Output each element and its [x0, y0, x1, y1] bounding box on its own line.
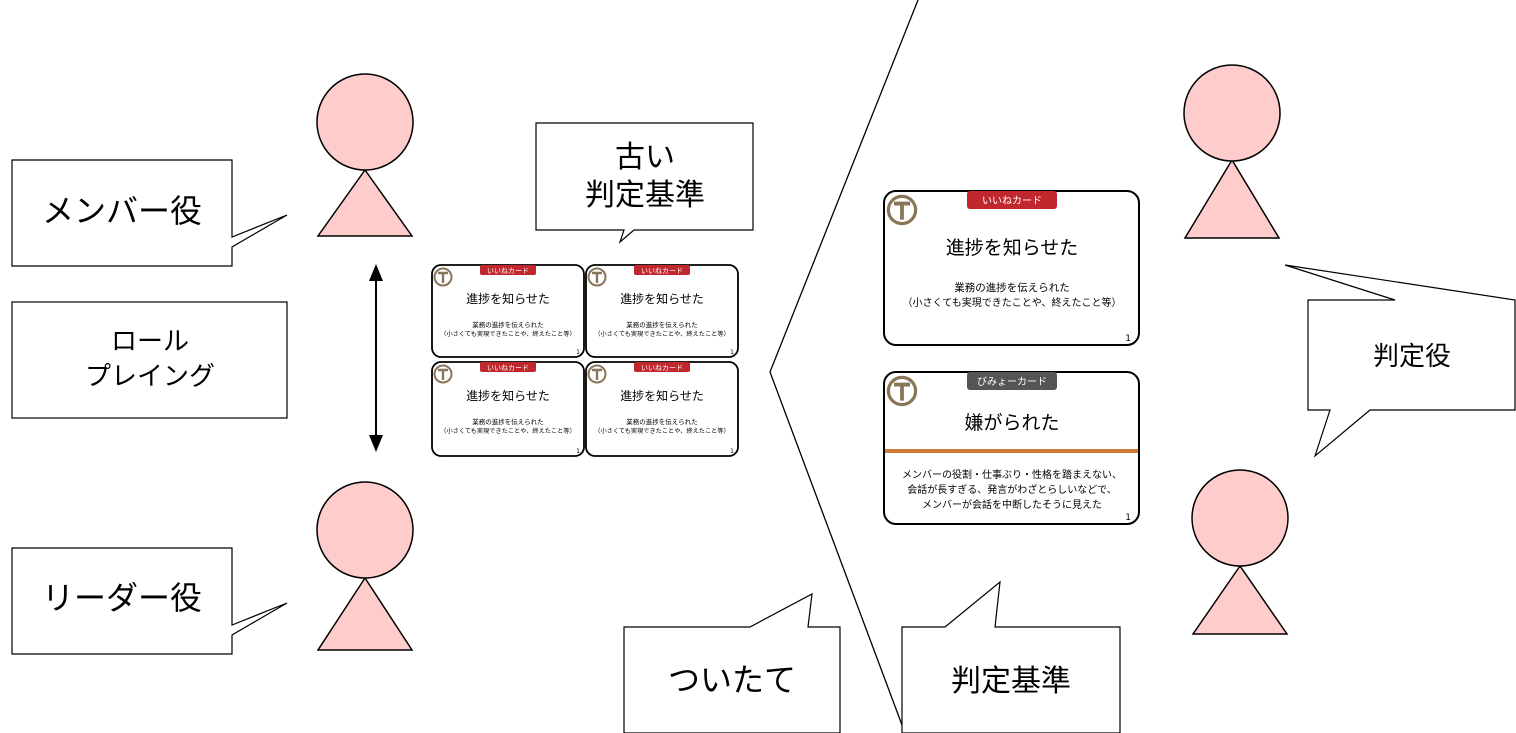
- large-good-desc-1: 業務の進捗を伝えられた: [954, 281, 1070, 294]
- small-card-badge: いいねカード: [487, 267, 529, 275]
- small-card-desc-2: （小さくても実現できたことや、終えたこと等）: [594, 427, 729, 435]
- small-card-page: 1: [576, 349, 580, 356]
- small-card-title: 進捗を知らせた: [620, 292, 704, 306]
- member-role-bubble: メンバー役: [11, 159, 288, 267]
- small-card-3: いいねカード 進捗を知らせた 業務の進捗を伝えられた （小さくても実現できたこと…: [431, 361, 585, 457]
- large-bad-desc-3: メンバーが会話を中断したそうに見えた: [922, 498, 1102, 511]
- small-card-title: 進捗を知らせた: [466, 292, 550, 306]
- small-card-desc-1: 業務の進捗を伝えられた: [626, 320, 698, 329]
- large-good-badge: いいねカード: [982, 195, 1042, 207]
- large-good-card: いいねカード 進捗を知らせた 業務の進捗を伝えられた （小さくても実現できたこと…: [883, 190, 1140, 346]
- roleplay-box: ロール プレイング: [11, 301, 288, 419]
- large-bad-page: 1: [1125, 513, 1131, 523]
- large-bad-desc-2: 会話が長すぎる、発言がわざとらしいなどで、: [907, 483, 1116, 496]
- small-card-desc-1: 業務の進捗を伝えられた: [472, 320, 544, 329]
- roleplay-line1: ロール: [111, 327, 189, 357]
- small-card-4: いいねカード 進捗を知らせた 業務の進捗を伝えられた （小さくても実現できたこと…: [585, 361, 739, 457]
- small-card-desc-2: （小さくても実現できたことや、終えたこと等）: [440, 427, 575, 435]
- large-bad-divider: [885, 449, 1138, 453]
- old-criteria-line1: 古い: [615, 140, 675, 175]
- large-good-page: 1: [1125, 334, 1131, 344]
- old-criteria-line2: 判定基準: [585, 178, 705, 213]
- card-logo-icon: [886, 375, 918, 407]
- large-bad-title: 嫌がられた: [964, 412, 1059, 434]
- leader-person: [316, 481, 414, 651]
- small-card-desc-2: （小さくても実現できたことや、終えたこと等）: [594, 330, 729, 338]
- old-criteria-bubble: 古い 判定基準: [535, 122, 754, 244]
- screen-line: [769, 0, 919, 733]
- small-card-badge: いいねカード: [641, 267, 683, 275]
- large-bad-desc-1: メンバーの役割・仕事ぶり・性格を踏まえない、: [902, 468, 1122, 481]
- small-card-title: 進捗を知らせた: [466, 389, 550, 403]
- large-good-title: 進捗を知らせた: [946, 237, 1079, 259]
- member-role-label: メンバー役: [42, 192, 202, 230]
- screen-label: ついたて: [668, 661, 796, 699]
- judge-role-label: 判定役: [1373, 342, 1451, 372]
- criteria-label: 判定基準: [951, 664, 1071, 699]
- small-card-page: 1: [730, 349, 734, 356]
- judge-person-bottom: [1191, 469, 1289, 635]
- small-card-1: いいねカード 進捗を知らせた 業務の進捗を伝えられた （小さくても実現できたこと…: [431, 264, 585, 358]
- large-bad-badge: びみょーカード: [977, 376, 1047, 388]
- large-bad-card: びみょーカード 嫌がられた メンバーの役割・仕事ぶり・性格を踏まえない、 会話が…: [883, 371, 1140, 525]
- small-card-desc-1: 業務の進捗を伝えられた: [626, 417, 698, 426]
- small-card-desc-2: （小さくても実現できたことや、終えたこと等）: [440, 330, 575, 338]
- screen-bubble: ついたて: [623, 592, 841, 733]
- judge-role-bubble: 判定役: [1284, 264, 1516, 458]
- small-card-desc-1: 業務の進捗を伝えられた: [472, 417, 544, 426]
- small-card-2: いいねカード 進捗を知らせた 業務の進捗を伝えられた （小さくても実現できたこと…: [585, 264, 739, 358]
- criteria-bubble: 判定基準: [901, 580, 1121, 733]
- leader-role-bubble: リーダー役: [11, 547, 288, 655]
- judge-person-top: [1183, 64, 1281, 239]
- roleplay-line2: プレイング: [85, 362, 215, 392]
- small-card-title: 進捗を知らせた: [620, 389, 704, 403]
- small-card-badge: いいねカード: [487, 364, 529, 372]
- card-logo-icon: [886, 194, 918, 226]
- small-card-page: 1: [576, 448, 580, 455]
- small-card-badge: いいねカード: [641, 364, 683, 372]
- roleplay-double-arrow: [369, 264, 383, 452]
- small-card-page: 1: [730, 448, 734, 455]
- member-person: [316, 73, 414, 237]
- leader-role-label: リーダー役: [42, 579, 202, 617]
- large-good-desc-2: （小さくても実現できたことや、終えたこと等）: [903, 296, 1122, 309]
